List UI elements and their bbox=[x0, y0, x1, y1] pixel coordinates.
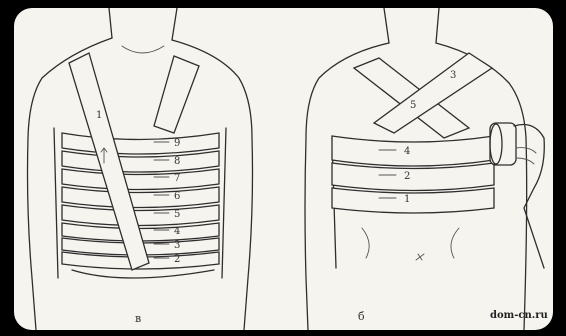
right-layer-number-2: 2 bbox=[404, 171, 410, 182]
layer-number-9: 9 bbox=[174, 138, 180, 149]
bandage-roll-hand bbox=[490, 123, 544, 268]
left-collarbone bbox=[122, 46, 164, 53]
bandage-diagram: 1 9 8 7 6 5 4 3 2 bbox=[14, 8, 553, 330]
navel-mark bbox=[416, 254, 424, 260]
right-bands: 4 2 1 bbox=[332, 136, 494, 213]
assistant-hand bbox=[514, 125, 544, 269]
right-inner-arm bbox=[222, 128, 226, 278]
right-neck-line-left bbox=[384, 8, 389, 43]
left-neck-line-left bbox=[109, 8, 112, 38]
right-fig-rib-right bbox=[451, 228, 459, 258]
right-straps: 3 5 bbox=[354, 53, 492, 138]
left-inner-arm bbox=[54, 128, 58, 278]
source-credit: dom-cn.ru bbox=[490, 310, 548, 321]
band-9 bbox=[62, 133, 219, 154]
illustration-panel: 1 9 8 7 6 5 4 3 2 bbox=[14, 8, 553, 330]
right-band-4 bbox=[332, 136, 494, 166]
layer-number-6: 6 bbox=[174, 191, 180, 202]
layer-number-5: 5 bbox=[174, 209, 180, 220]
right-fig-rib-left bbox=[362, 228, 369, 258]
left-waist bbox=[72, 270, 214, 278]
right-neck-line-right bbox=[436, 8, 439, 43]
layer-number-3: 3 bbox=[174, 240, 180, 251]
layer-number-2: 2 bbox=[174, 254, 180, 265]
layer-number-7: 7 bbox=[174, 173, 180, 184]
layer-number-8: 8 bbox=[174, 156, 180, 167]
left-strap-number: 1 bbox=[96, 110, 102, 121]
cross-strap-number-5: 5 bbox=[410, 100, 416, 111]
right-shoulder-strap bbox=[154, 56, 199, 133]
caption-left: в bbox=[135, 312, 141, 325]
caption-right: б bbox=[358, 310, 365, 323]
layer-number-4: 4 bbox=[174, 226, 180, 237]
right-band-1 bbox=[332, 188, 494, 213]
left-neck-line-right bbox=[172, 8, 177, 40]
right-layer-number-4: 4 bbox=[404, 146, 410, 157]
bandage-roll bbox=[490, 123, 516, 165]
right-layer-number-1: 1 bbox=[404, 194, 410, 205]
right-band-2 bbox=[332, 163, 494, 191]
cross-strap-number-3: 3 bbox=[450, 70, 456, 81]
